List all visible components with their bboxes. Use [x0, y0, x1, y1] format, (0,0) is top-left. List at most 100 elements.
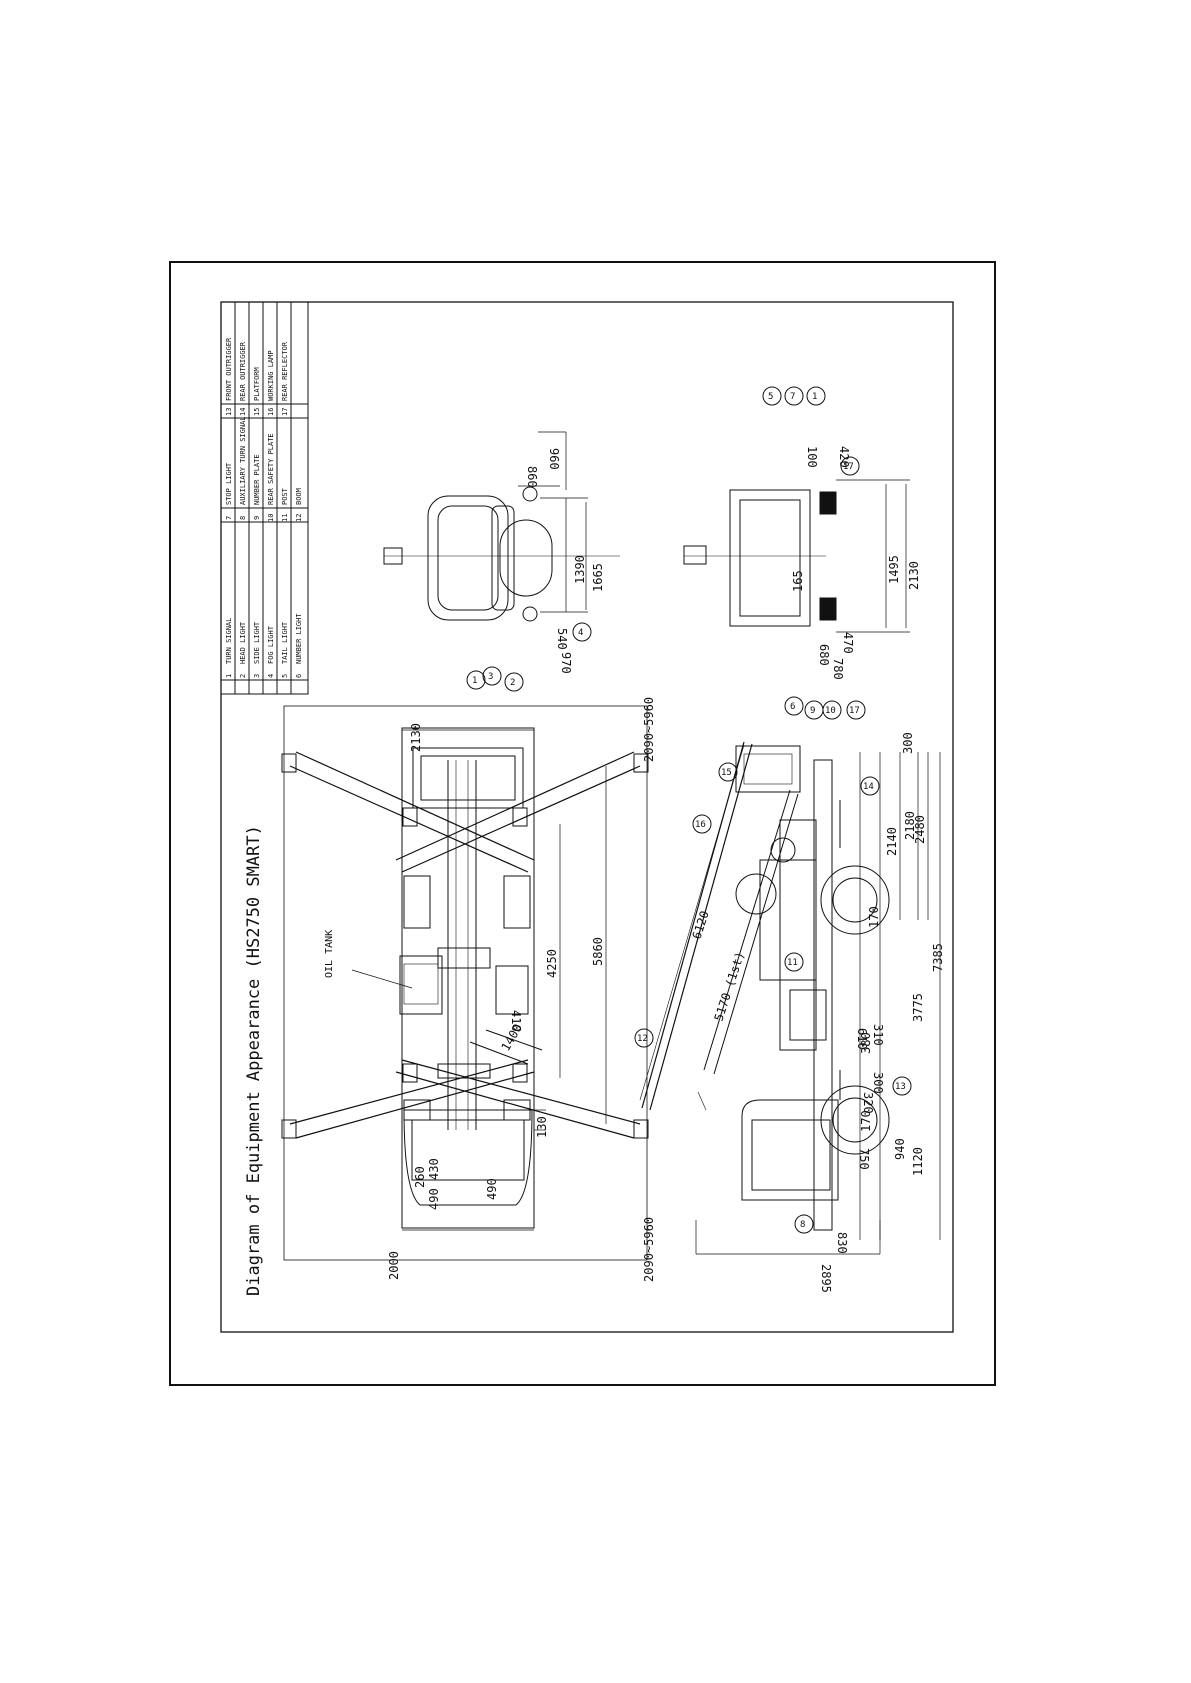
dim-780: 780 — [831, 658, 845, 680]
legend-no: 7 — [225, 516, 233, 520]
dim-2180: 2180 — [903, 811, 917, 840]
callout-9: 9 — [810, 706, 815, 716]
legend-no: 12 — [295, 514, 303, 522]
dim-6120: 6120 — [690, 909, 712, 941]
dim-1495: 1495 — [887, 555, 901, 584]
rear-view — [683, 479, 910, 633]
dim-100: 100 — [805, 446, 819, 468]
dim-2480: 2480 — [913, 815, 927, 844]
legend-name: SIDE LIGHT — [253, 621, 261, 664]
oil-tank-label: OIL TANK — [324, 930, 335, 978]
dim-320: 320 — [861, 1092, 875, 1114]
side-view — [639, 741, 941, 1255]
front-view — [383, 431, 620, 622]
dim-860: 860 — [525, 466, 539, 488]
legend-name: NUMBER LIGHT — [295, 613, 303, 664]
dim-960: 960 — [547, 448, 561, 470]
dim-4250: 4250 — [545, 949, 559, 978]
legend-name: STOP LIGHT — [225, 462, 233, 505]
legend-name: TURN SIGNAL — [225, 618, 233, 664]
dim-2140: 2140 — [885, 827, 899, 856]
legend-name: REAR SAFETY PLATE — [267, 433, 275, 505]
legend-name: NUMBER PLATE — [253, 454, 261, 505]
dim-470: 470 — [841, 632, 855, 654]
dim-2130: 2130 — [907, 561, 921, 590]
callout-10: 10 — [825, 706, 836, 716]
dim-830: 830 — [835, 1232, 849, 1254]
diagram-title: Diagram of Equipment Appearance (HS2750 … — [244, 825, 264, 1296]
legend-no: 13 — [225, 408, 233, 416]
callout-17: 17 — [843, 462, 854, 472]
legend-name: REAR REFLECTOR — [281, 341, 289, 401]
dim-5170-1st: 5170 (1st) — [712, 950, 748, 1023]
callout-12: 12 — [637, 1034, 648, 1044]
legend-table — [220, 301, 309, 695]
dim-2130: 2130 — [409, 723, 423, 752]
dim-610: 610 — [855, 1028, 869, 1050]
dim-420: 420 — [837, 446, 851, 468]
callout-14: 14 — [863, 782, 874, 792]
callouts: 1 3 2 4 5 7 1 17 6 9 10 — [466, 386, 912, 1234]
dim-1120: 1120 — [911, 1147, 925, 1176]
legend-name: BOOM — [295, 488, 303, 505]
legend-text: 1 TURN SIGNAL 2 HEAD LIGHT 3 SIDE LIGHT … — [225, 337, 303, 678]
dim-2895: 2895 — [819, 1264, 833, 1293]
callout-2: 2 — [510, 678, 515, 688]
legend-no: 14 — [239, 408, 247, 416]
dim-1390: 1390 — [573, 555, 587, 584]
dim-300: 300 — [901, 732, 915, 754]
top-view — [281, 705, 649, 1261]
dim-170: 170 — [859, 1110, 873, 1132]
legend-name: FOG LIGHT — [267, 625, 275, 664]
dim-750: 750 — [857, 1148, 871, 1170]
legend-no: 10 — [267, 514, 275, 522]
callout-8: 8 — [800, 1220, 805, 1230]
legend-no: 1 — [225, 674, 233, 678]
dim-300: 300 — [871, 1072, 885, 1094]
dim-3775: 3775 — [911, 993, 925, 1022]
legend-no: 11 — [281, 514, 289, 522]
callout-7: 7 — [790, 392, 795, 402]
callout-13: 13 — [895, 1082, 906, 1092]
legend-name: REAR OUTRIGGER — [239, 341, 247, 401]
dim-2090-5960: 2090~5960 — [642, 697, 656, 762]
dim-1665: 1665 — [591, 563, 605, 592]
dim-165: 165 — [791, 570, 805, 592]
outer-frame — [169, 261, 996, 1386]
dim-170: 170 — [867, 906, 881, 928]
legend-no: 4 — [267, 674, 275, 678]
callout-5: 5 — [768, 392, 773, 402]
callout-16: 16 — [695, 820, 706, 830]
legend-no: 16 — [267, 408, 275, 416]
dim-260: 260 — [413, 1166, 427, 1188]
callout-1: 1 — [472, 676, 477, 686]
dim-380: 380 — [859, 1032, 873, 1054]
legend-name: TAIL LIGHT — [281, 621, 289, 664]
dim-970: 970 — [559, 652, 573, 674]
dim-490: 490 — [427, 1188, 441, 1210]
callout-11: 11 — [787, 958, 798, 968]
dim-2090-5960: 2090~5960 — [642, 1217, 656, 1282]
callout-17: 17 — [849, 706, 860, 716]
legend-name: POST — [281, 487, 289, 505]
legend-no: 8 — [239, 516, 247, 520]
dim-2000: 2000 — [387, 1251, 401, 1280]
legend-name: HEAD LIGHT — [239, 621, 247, 664]
dim-310: 310 — [871, 1024, 885, 1046]
legend-no: 9 — [253, 516, 261, 520]
dim-430: 430 — [427, 1158, 441, 1180]
callout-6: 6 — [790, 702, 795, 712]
legend-no: 5 — [281, 674, 289, 678]
inner-border — [220, 301, 954, 1333]
legend-no: 17 — [281, 408, 289, 416]
legend-name: WORKING LAMP — [267, 350, 275, 401]
callout-4: 4 — [578, 628, 583, 638]
dim-490: 490 — [485, 1178, 499, 1200]
legend-name: AUXILIARY TURN SIGNAL — [239, 416, 247, 505]
dim-1400: 1400 — [498, 1021, 525, 1053]
callout-1: 1 — [812, 392, 817, 402]
legend-no: 6 — [295, 674, 303, 678]
dim-540: 540 — [555, 628, 569, 650]
